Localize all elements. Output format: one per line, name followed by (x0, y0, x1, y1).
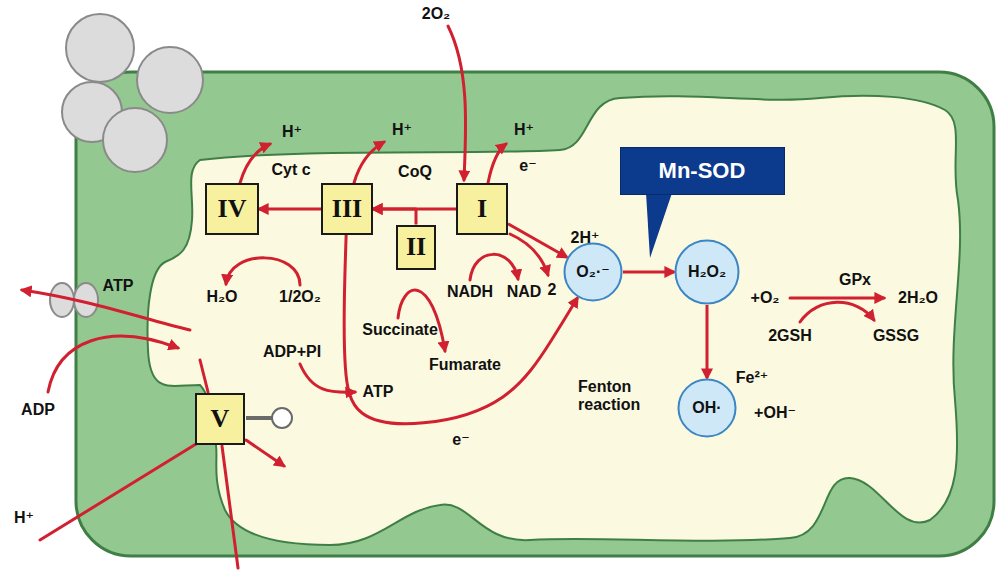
ros-circle: OH· (677, 378, 737, 438)
molecule-label: 2H₂O (898, 289, 938, 307)
molecule-label: ATP (103, 277, 134, 295)
proton-arrow (240, 144, 270, 183)
vesicle (103, 108, 167, 172)
molecule-label: GSSG (873, 327, 919, 345)
node-text: Mn-SOD (659, 158, 746, 183)
ion-label: Fe²⁺ (736, 369, 768, 387)
reaction-label: Fenton reaction (578, 378, 670, 415)
node-text: IV (218, 194, 247, 224)
molecule-label: +O₂ (751, 289, 780, 307)
flow-arrow (706, 305, 709, 378)
synthase-stalk (246, 416, 272, 420)
molecule-label: 2O₂ (422, 5, 450, 23)
ros-circle: O₂·⁻ (563, 242, 623, 302)
ros-circle: H₂O₂ (674, 239, 740, 305)
node-text: III (332, 194, 362, 224)
proton-label: H⁺ (282, 123, 302, 141)
node-text: II (406, 232, 426, 262)
molecule-label: NADH (447, 283, 493, 301)
inner-membrane-matrix (148, 96, 961, 545)
node-text: O₂·⁻ (576, 263, 609, 281)
synthase-box: V (195, 393, 245, 445)
coefficient-label: 2 (548, 281, 557, 299)
carrier-label: Cyt c (271, 161, 310, 179)
atp-export-arrow (22, 290, 190, 330)
node-text: H₂O₂ (688, 263, 726, 281)
molecule-label: NAD (507, 283, 542, 301)
molecule-label: Fumarate (429, 356, 501, 374)
vesicle (66, 14, 134, 82)
proton-return-line (40, 444, 196, 540)
proton-arrow (488, 144, 506, 183)
molecule-label: 2GSH (768, 327, 812, 345)
enzyme-callout: Mn-SOD (620, 147, 785, 195)
node-text: OH· (692, 399, 721, 417)
oxygen-arrow (448, 26, 466, 180)
adp-import-arrow (48, 336, 178, 392)
glutathione-arrow (800, 302, 874, 322)
complex-box: III (321, 183, 373, 235)
water-arrow (226, 258, 300, 285)
molecule-label: ATP (363, 383, 394, 401)
ros-circle-outline (679, 380, 736, 437)
synthase-head (272, 408, 292, 428)
electron-label: e⁻ (452, 431, 469, 449)
synthase-output-arrow (246, 440, 284, 466)
flow-arrow (259, 208, 321, 211)
molecule-label: Succinate (362, 321, 438, 339)
enzyme-label: GPx (839, 271, 871, 289)
proton-label: H⁺ (14, 509, 34, 527)
ros-circle-outline (676, 241, 739, 304)
proton-return-line (222, 446, 238, 568)
flow-arrow (623, 271, 674, 274)
molecule-label: ADP (21, 401, 55, 419)
proton-label: 2H⁺ (571, 229, 600, 247)
molecule-label: H₂O (206, 288, 237, 306)
ros-circle-outline (565, 244, 622, 301)
proton-label: H⁺ (392, 121, 412, 139)
proton-label: H⁺ (514, 121, 534, 139)
complex-box: IV (205, 183, 259, 235)
flow-arrow (344, 235, 577, 424)
node-text: I (477, 194, 487, 224)
molecule-label: 1/2O₂ (279, 288, 321, 306)
molecule-label: ADP+PI (263, 343, 321, 361)
nadh-arrow (470, 254, 518, 280)
electron-label: e⁻ (519, 157, 536, 175)
gpx-arrow (790, 297, 884, 300)
flow-arrow (373, 209, 416, 225)
synthase-feed-line (200, 360, 208, 392)
complex-box: II (396, 225, 436, 270)
flow-arrow (508, 224, 567, 257)
carrier-label: CoQ (398, 163, 432, 181)
proton-arrow (354, 142, 384, 183)
outer-membrane (76, 72, 994, 556)
succinate-arrow (398, 290, 445, 351)
ion-label: +OH⁻ (754, 404, 796, 422)
vesicle (137, 47, 203, 113)
complex-box: I (456, 183, 508, 235)
callout-pointer (646, 193, 672, 258)
node-text: V (211, 404, 230, 434)
